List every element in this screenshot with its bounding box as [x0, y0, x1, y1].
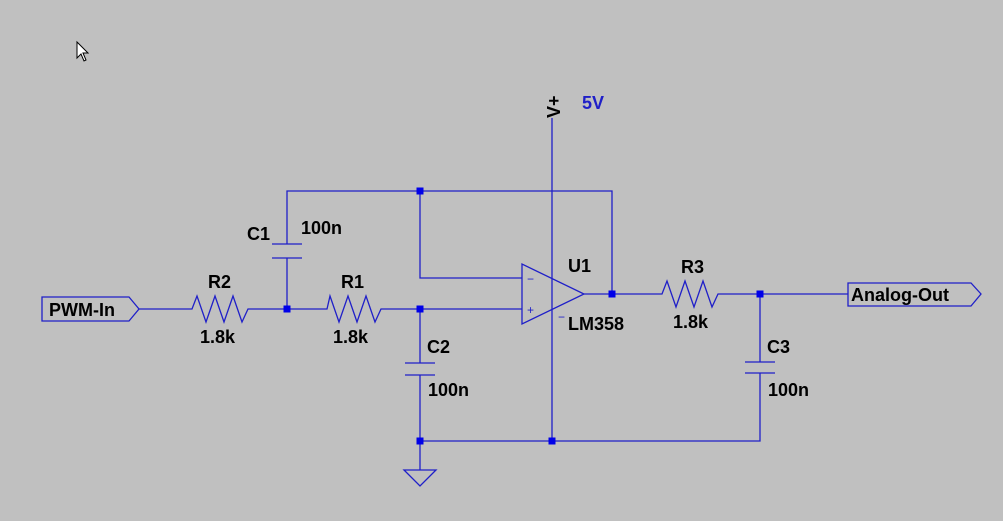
r2-resistor-icon — [185, 294, 255, 324]
junction-dot — [416, 187, 424, 195]
junction-dot — [608, 290, 616, 298]
pwm-in-port-flag[interactable] — [41, 296, 140, 322]
r2-name-label: R2 — [208, 272, 231, 292]
r1-value-label: 1.8k — [333, 327, 369, 347]
r3-resistor-icon — [655, 279, 725, 309]
r3-value-label: 1.8k — [673, 312, 709, 332]
c1-name-label: C1 — [247, 224, 270, 244]
opamp-minus-pin: − — [527, 272, 534, 286]
junction-dot — [416, 437, 424, 445]
opamp-plus-pin: + — [527, 303, 534, 317]
c2-capacitor-icon — [405, 362, 435, 376]
analog-out-port-flag[interactable] — [847, 282, 982, 307]
wire-minus-feedback — [419, 191, 522, 279]
wire-ground-bus — [420, 373, 761, 442]
c3-name-label: C3 — [767, 337, 790, 357]
ground-icon — [402, 469, 438, 487]
supply-value-label: 5V — [582, 93, 604, 113]
c2-name-label: C2 — [427, 337, 450, 357]
u1-part-label: LM358 — [568, 314, 624, 334]
mouse-cursor-icon — [76, 40, 90, 62]
junction-dot — [283, 305, 291, 313]
c1-value-label: 100n — [301, 218, 342, 238]
supply-net-label: V+ — [544, 95, 564, 118]
pwm-in-port-label: PWM-In — [49, 300, 115, 320]
opamp-supply-pin: − — [558, 310, 565, 324]
wire-c1-feedback — [286, 190, 613, 294]
c2-value-label: 100n — [428, 380, 469, 400]
c1-capacitor-icon — [272, 243, 302, 259]
junction-dot — [416, 305, 424, 313]
junction-dot — [756, 290, 764, 298]
r2-value-label: 1.8k — [200, 327, 236, 347]
junctions — [283, 187, 764, 445]
analog-out-port-label: Analog-Out — [851, 285, 949, 305]
opamp-triangle-icon — [521, 262, 586, 326]
junction-dot — [548, 437, 556, 445]
c3-capacitor-icon — [745, 361, 775, 374]
r3-name-label: R3 — [681, 257, 704, 277]
c3-value-label: 100n — [768, 380, 809, 400]
u1-name-label: U1 — [568, 256, 591, 276]
r1-resistor-icon — [320, 293, 384, 324]
r1-name-label: R1 — [341, 272, 364, 292]
wires — [139, 118, 848, 470]
